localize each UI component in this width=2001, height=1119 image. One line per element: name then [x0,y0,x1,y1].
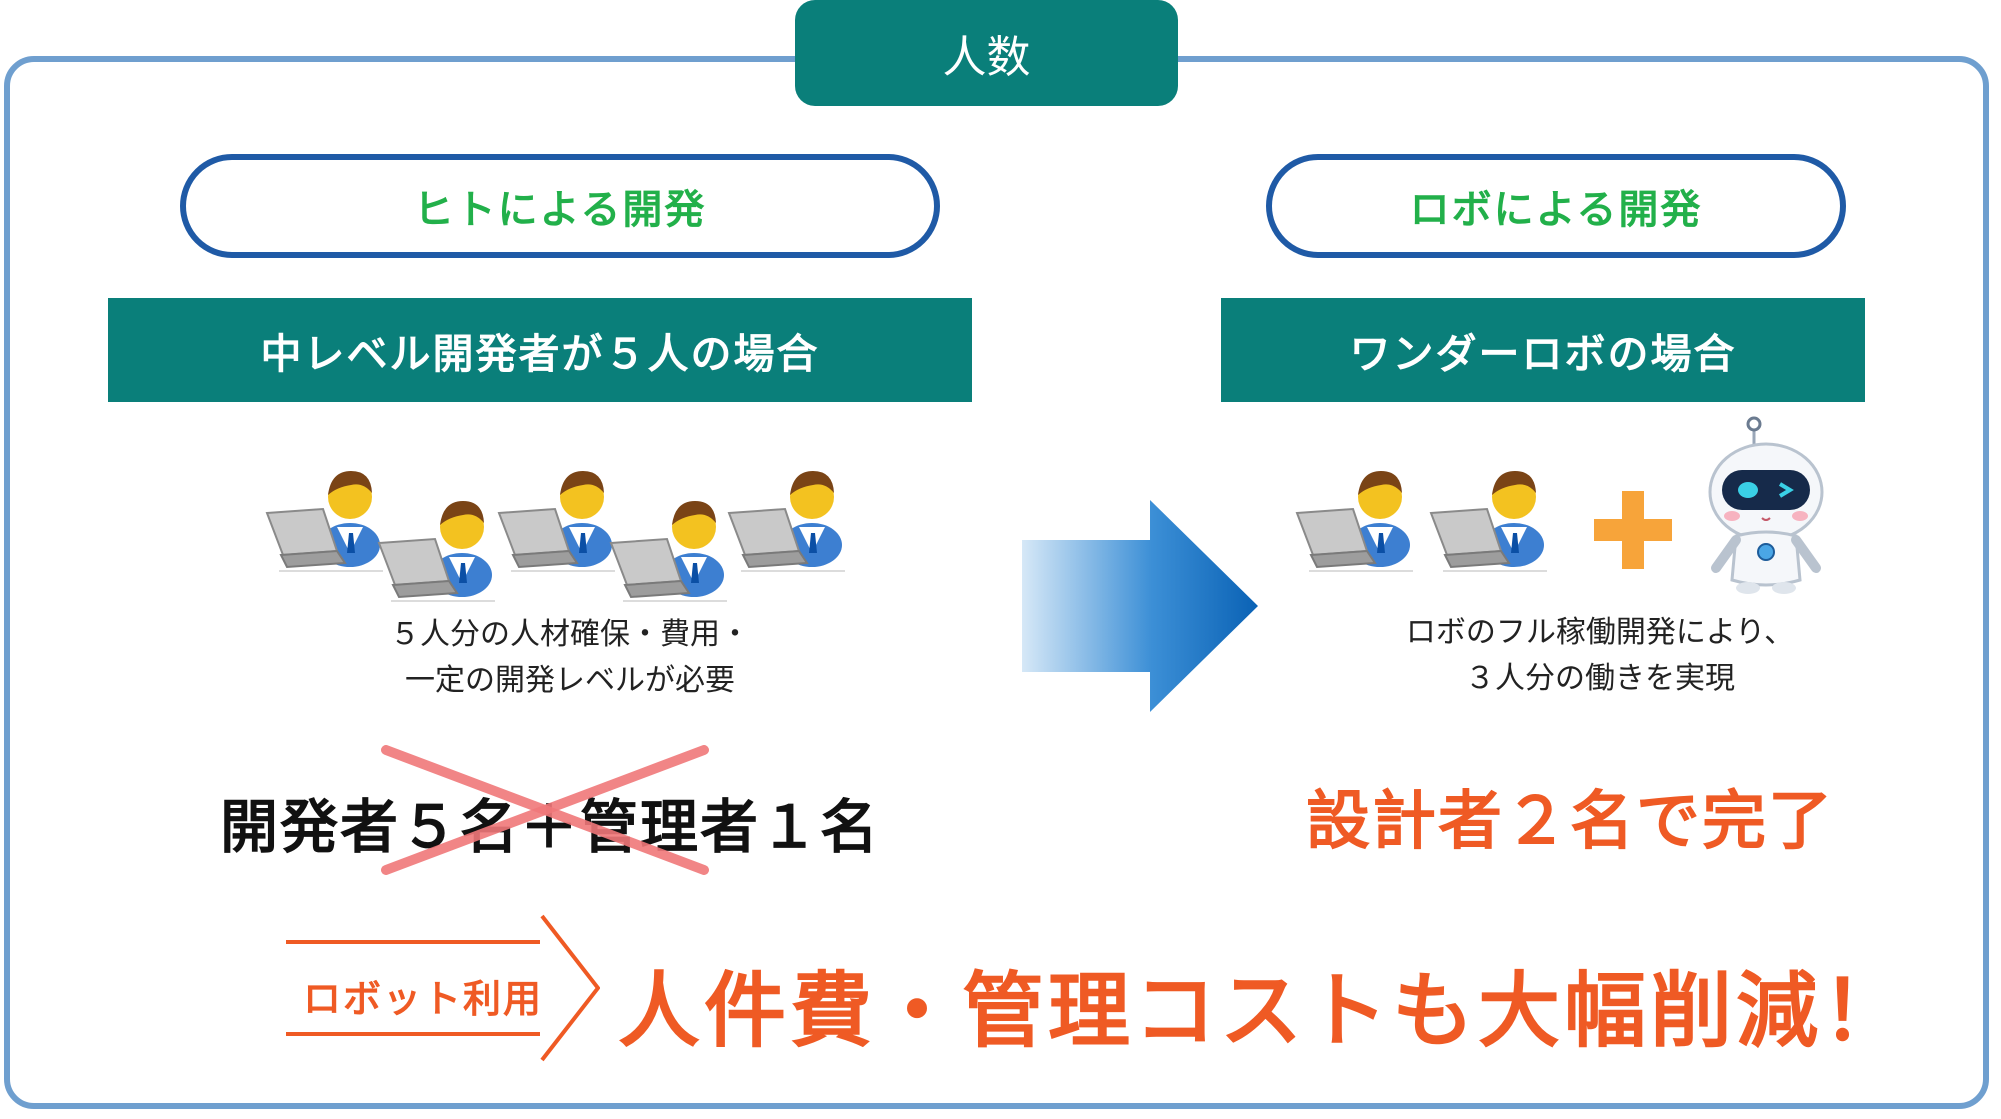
strike-cross-icon [381,745,709,875]
developer-at-laptop-icon [378,500,496,602]
plus-icon [1594,491,1672,569]
human-case-text: 中レベル開発者が５人の場合 [260,330,820,378]
developer-at-laptop-icon [728,470,846,572]
developer-at-laptop-icon [1296,470,1414,572]
developer-at-laptop-icon [610,500,728,602]
human-case-banner: 中レベル開発者が５人の場合 [108,298,972,402]
human-dev-label: ヒトによる開発 [413,187,707,233]
robot-dev-pill: ロボによる開発 [1266,154,1846,258]
robot-use-label: ロボット利用 [302,977,543,1021]
robot-total: 設計者２名で完了 [1306,785,1834,859]
robot-case-text: ワンダーロボの場合 [1349,330,1737,378]
human-note: ５人分の人材確保・費用・ 一定の開発レベルが必要 [300,612,840,704]
developer-at-laptop-icon [266,470,384,572]
header-tab: 人数 [795,0,1178,106]
robot-note-line1: ロボのフル稼働開発により、 [1405,615,1795,650]
robot-note: ロボのフル稼働開発により、 ３人分の働きを実現 [1340,610,1860,702]
developer-at-laptop-icon [498,470,616,572]
cost-reduction-tagline: 人件費・管理コストも大幅削減！ [618,964,1909,1059]
developer-at-laptop-icon [1430,470,1548,572]
chevron-callout-icon [286,914,600,1062]
developers-group [266,470,846,602]
robot-note-line2: ３人分の働きを実現 [1465,661,1735,696]
human-dev-pill: ヒトによる開発 [180,154,940,258]
human-note-line2: 一定の開発レベルが必要 [405,663,735,698]
header-title: 人数 [942,32,1031,83]
robot-dev-label: ロボによる開発 [1409,187,1703,233]
human-note-line1: ５人分の人材確保・費用・ [390,617,750,652]
arrow-right-icon [1022,500,1258,712]
robot-case-banner: ワンダーロボの場合 [1221,298,1865,402]
robot-icon [1708,416,1824,594]
